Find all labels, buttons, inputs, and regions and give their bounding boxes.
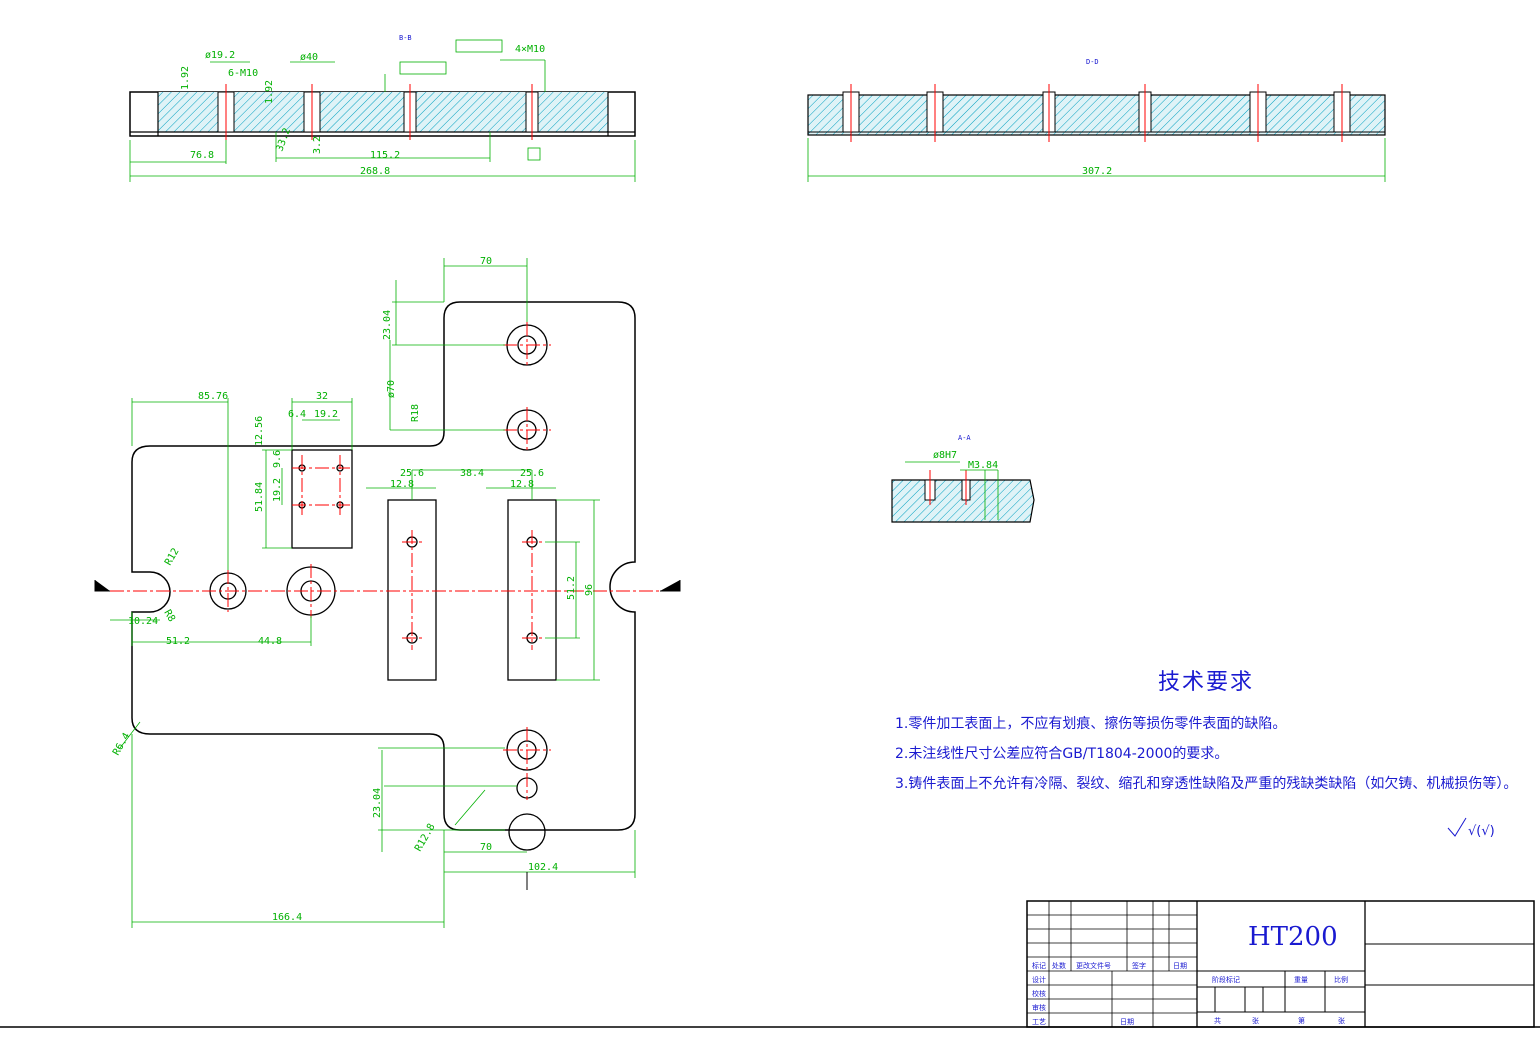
tb-bottom-label: 第	[1298, 1016, 1305, 1025]
svg-text:3.2: 3.2	[312, 136, 323, 154]
tb-row-label: 更改文件号	[1076, 961, 1111, 970]
requirements-title: 技术要求	[1158, 670, 1255, 695]
svg-text:307.2: 307.2	[1082, 166, 1112, 177]
svg-text:19.2: 19.2	[272, 478, 283, 502]
svg-text:102.4: 102.4	[528, 862, 558, 873]
tb-bottom-label: 张	[1252, 1016, 1259, 1025]
tb-bottom-label: 张	[1338, 1016, 1345, 1025]
svg-text:51.2: 51.2	[566, 576, 577, 600]
svg-text:23.04: 23.04	[372, 788, 383, 818]
top-view: 70 23.04 ø70 R18 85.76 32 6.4 19.2 12.56…	[94, 256, 681, 928]
section-label-front: B-B	[399, 34, 412, 42]
tb-row-label: 日期	[1173, 962, 1187, 970]
svg-text:1.92: 1.92	[180, 66, 191, 90]
svg-text:R18: R18	[410, 404, 421, 422]
section-label-side: D-D	[1086, 58, 1099, 66]
roughness-symbol-group: √(√)	[1447, 817, 1495, 839]
svg-text:38.4: 38.4	[460, 468, 484, 479]
svg-text:1.92: 1.92	[264, 80, 275, 104]
detail-view: ø8H7 M3.84 A-A	[891, 434, 1035, 523]
svg-text:12.8: 12.8	[510, 479, 534, 490]
svg-text:12.8: 12.8	[390, 479, 414, 490]
tb-row-label: 签字	[1132, 961, 1146, 970]
title-block	[0, 900, 1540, 1028]
svg-text:R12: R12	[163, 546, 182, 567]
material-label: HT200	[1248, 922, 1338, 952]
requirement-item: 2.未注线性尺寸公差应符合GB/T1804-2000的要求。	[895, 746, 1229, 762]
svg-text:32: 32	[316, 391, 328, 402]
tb-date-label: 日期	[1120, 1018, 1134, 1026]
svg-text:23.04: 23.04	[382, 310, 393, 340]
svg-text:51.2: 51.2	[166, 636, 190, 647]
svg-text:44.8: 44.8	[258, 636, 282, 647]
tb-side-label: 工艺	[1032, 1018, 1046, 1026]
svg-text:85.76: 85.76	[198, 391, 228, 402]
tb-bottom-label: 共	[1214, 1016, 1221, 1025]
requirement-item: 1.零件加工表面上，不应有划痕、擦伤等损伤零件表面的缺陷。	[895, 716, 1287, 732]
svg-text:19.2: 19.2	[314, 409, 338, 420]
svg-text:6.4: 6.4	[288, 409, 306, 420]
roughness-symbol: √(√)	[1468, 824, 1495, 839]
svg-text:R8: R8	[161, 608, 177, 624]
svg-text:9.6: 9.6	[272, 450, 283, 468]
tb-mid-label: 比例	[1334, 975, 1348, 984]
svg-text:76.8: 76.8	[190, 150, 214, 161]
svg-text:10.24: 10.24	[128, 616, 158, 627]
tb-side-label: 审核	[1032, 1003, 1046, 1012]
svg-text:R12.8: R12.8	[413, 822, 438, 854]
svg-text:6-M10: 6-M10	[228, 68, 258, 79]
tb-mid-label: 阶段标记	[1212, 975, 1240, 984]
svg-text:25.6: 25.6	[400, 468, 424, 479]
svg-text:166.4: 166.4	[272, 912, 302, 923]
svg-text:ø8H7: ø8H7	[933, 450, 957, 461]
svg-text:115.2: 115.2	[370, 150, 400, 161]
front-section-view: ø19.2 6-M10 ø40 4×M10 76.8 115.2 268.8 3…	[129, 34, 636, 182]
svg-text:4×M10: 4×M10	[515, 44, 545, 55]
side-section-view: 307.2 D-D	[807, 58, 1386, 182]
tb-row-label: 处数	[1052, 961, 1066, 970]
requirement-item: 3.铸件表面上不允许有冷隔、裂纹、缩孔和穿透性缺陷及严重的残缺类缺陷（如欠铸、机…	[895, 776, 1518, 792]
svg-text:25.6: 25.6	[520, 468, 544, 479]
svg-text:70: 70	[480, 256, 492, 267]
svg-text:12.56: 12.56	[254, 416, 265, 446]
svg-text:96: 96	[584, 584, 595, 596]
tb-mid-label: 重量	[1294, 976, 1308, 984]
svg-text:R6.4: R6.4	[111, 731, 133, 757]
svg-text:ø19.2: ø19.2	[205, 50, 235, 61]
tb-row-label: 标记	[1032, 961, 1046, 970]
tb-side-label: 校核	[1032, 989, 1046, 998]
svg-text:70: 70	[480, 842, 492, 853]
title-block-labels: 标记 处数 更改文件号 签字 日期 设计 校核 审核 工艺 日期 阶段标记 重量…	[1032, 961, 1348, 1026]
svg-text:ø40: ø40	[300, 52, 318, 63]
svg-text:ø70: ø70	[386, 380, 397, 398]
svg-text:M3.84: M3.84	[968, 460, 998, 471]
tb-side-label: 设计	[1032, 975, 1046, 984]
svg-text:268.8: 268.8	[360, 166, 390, 177]
svg-text:51.84: 51.84	[254, 482, 265, 512]
section-label-detail: A-A	[958, 434, 971, 442]
